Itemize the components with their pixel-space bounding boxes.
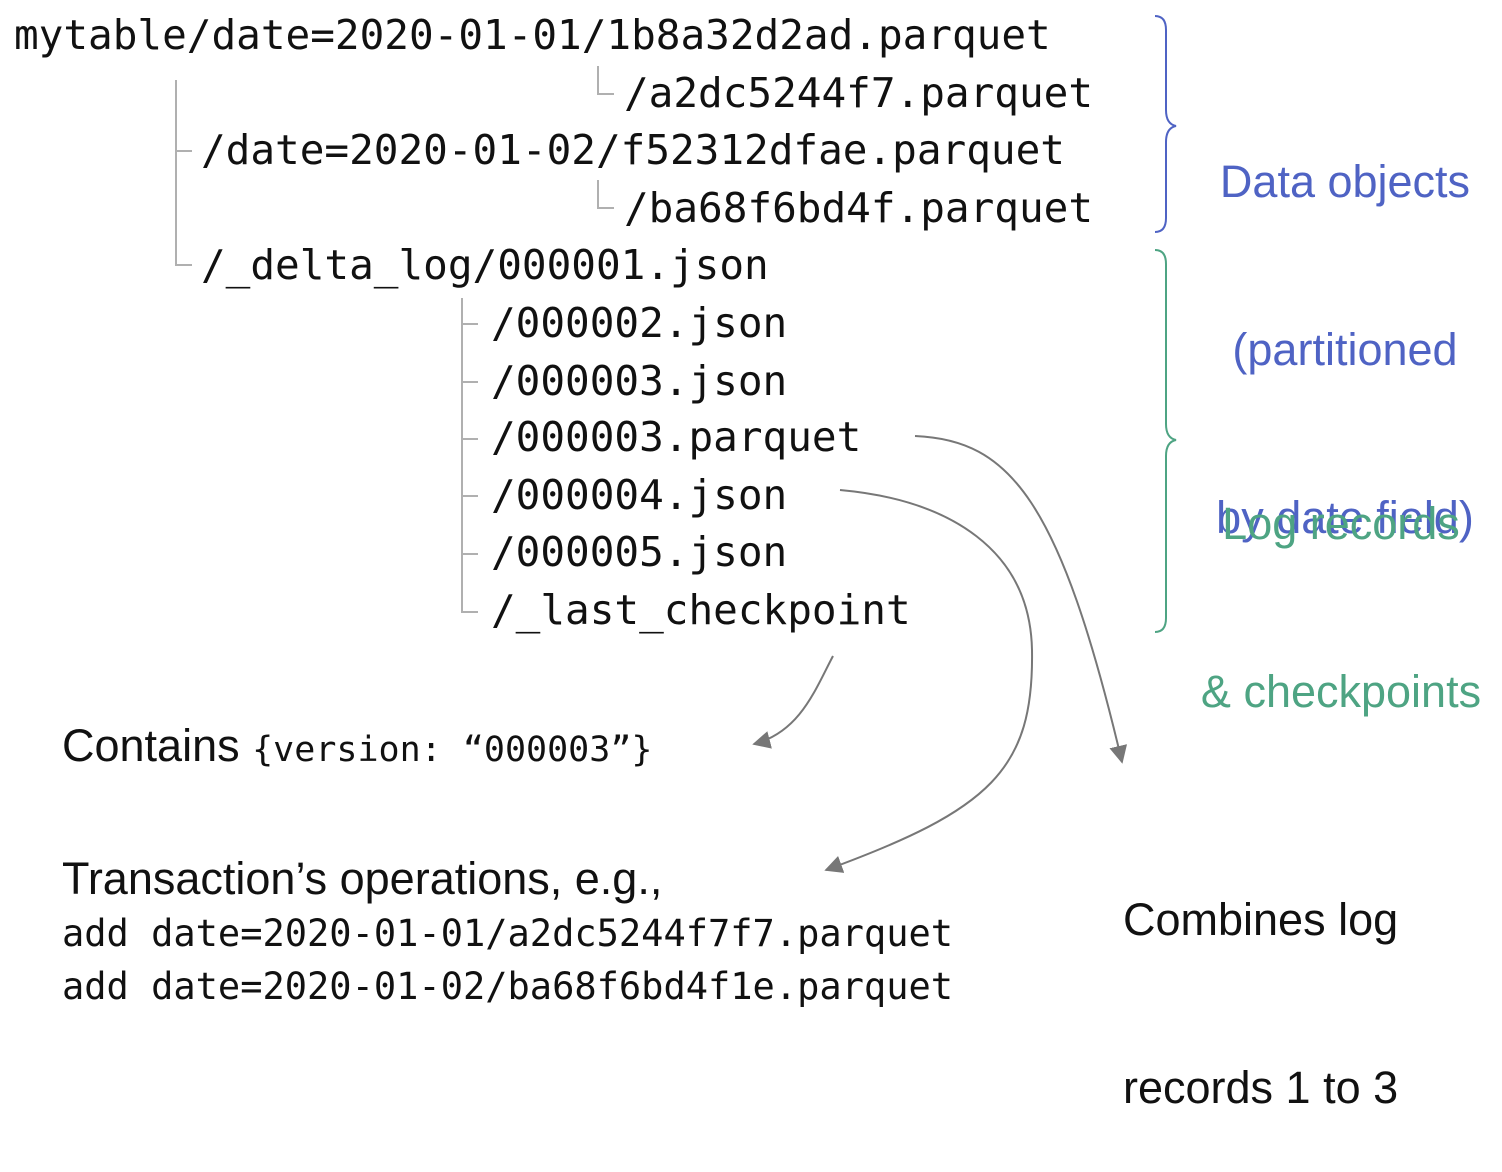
tree-connectors xyxy=(175,66,614,613)
log-records-label: Log records & checkpoints xyxy=(1186,384,1496,776)
root-path: mytable/date=2020-01-01/1b8a32d2ad.parqu… xyxy=(14,11,1051,59)
delta-log-path: /_delta_log/000001.json xyxy=(201,241,769,289)
transaction-op-2: add date=2020-01-02/ba68f6bd4f1e.parquet xyxy=(62,965,954,1008)
contains-prefix: Contains xyxy=(62,720,253,771)
log-file-000002: /000002.json xyxy=(491,299,788,347)
log-file-000005: /000005.json xyxy=(491,528,788,576)
transaction-title: Transaction’s operations, e.g., xyxy=(62,853,663,904)
contains-code: {version: “000003”} xyxy=(252,730,653,770)
combines-line2: records 1 to 3 xyxy=(1123,1062,1399,1113)
log-records-label-line1: Log records xyxy=(1222,498,1460,549)
diagram-lines xyxy=(175,15,1177,873)
data-objects-label-line3: by date field) xyxy=(1216,492,1474,543)
log-file-last-checkpoint: /_last_checkpoint xyxy=(491,586,911,634)
log-file-000004: /000004.json xyxy=(491,471,788,519)
arrow-000003-parquet xyxy=(914,435,1128,764)
connector-ba68 xyxy=(597,180,614,209)
data-objects-label-line2: (partitioned xyxy=(1232,324,1458,375)
arrow-last-checkpoint xyxy=(752,655,834,749)
file-ba68: /ba68f6bd4f.parquet xyxy=(624,184,1093,232)
log-records-label-line2: & checkpoints xyxy=(1200,666,1482,717)
data-objects-brace xyxy=(1154,15,1177,233)
connector-log xyxy=(461,298,478,613)
log-file-000003-parquet: /000003.parquet xyxy=(491,413,862,461)
contains-note: Contains {version: “000003”} xyxy=(62,718,652,778)
combines-note: Combines log records 1 to 3 xyxy=(1123,780,1398,1172)
combines-line1: Combines log xyxy=(1123,894,1399,945)
log-file-000003: /000003.json xyxy=(491,357,788,405)
arrow-000004-json xyxy=(824,489,1034,873)
date2-path: /date=2020-01-02/f52312dfae.parquet xyxy=(201,126,1065,174)
connector-main xyxy=(175,80,192,266)
data-objects-label-line1: Data objects xyxy=(1219,156,1471,207)
log-records-brace xyxy=(1154,249,1177,633)
file-a2dc: /a2dc5244f7.parquet xyxy=(624,69,1093,117)
connector-a2dc xyxy=(597,66,614,95)
arrows xyxy=(752,435,1128,873)
transaction-op-1: add date=2020-01-01/a2dc5244f7f7.parquet xyxy=(62,912,954,955)
data-objects-label: Data objects (partitioned by date field) xyxy=(1190,42,1500,602)
